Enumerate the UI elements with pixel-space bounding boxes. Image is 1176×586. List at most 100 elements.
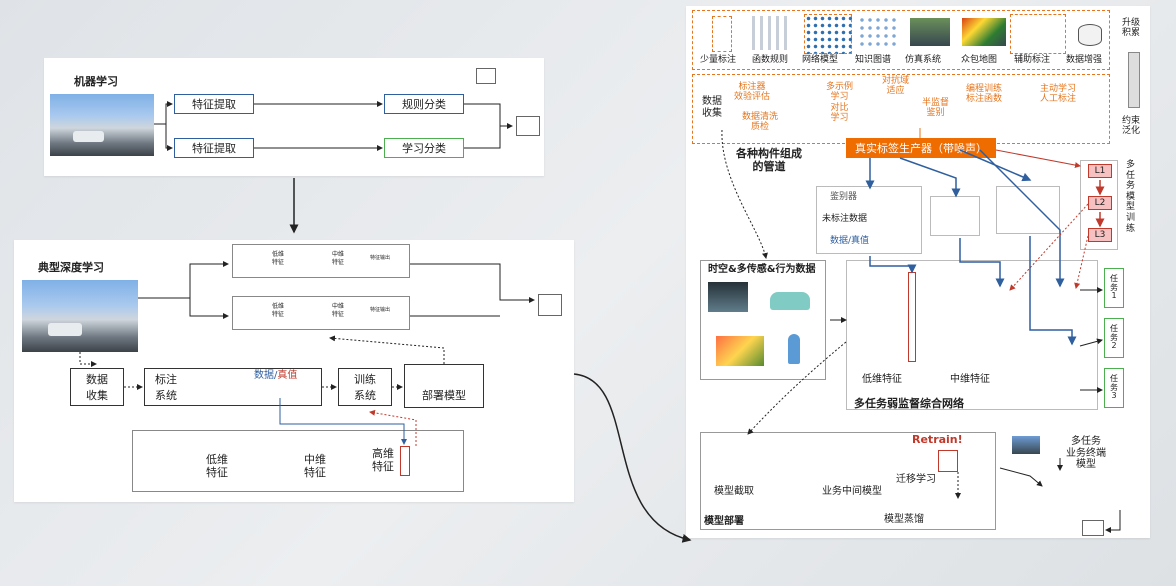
dl-mini-low-1: 低维: [272, 251, 285, 258]
top-item-0: 少量标注: [700, 55, 737, 65]
traffic-image: [716, 336, 764, 366]
note-6: 主动学习人工标注: [1040, 84, 1077, 105]
person-icon: [712, 16, 732, 52]
transfer-label: 迁移学习: [896, 474, 936, 485]
distill-label: 模型蒸馏: [884, 514, 924, 525]
sensor-images: [708, 282, 748, 312]
task-arrow: [1079, 338, 1103, 347]
function-icon: [752, 16, 792, 50]
dl-arrow: [138, 261, 229, 299]
red-dashed: [1074, 235, 1089, 289]
dl-low-feature: 低维特征: [206, 453, 228, 479]
ml-title: 机器学习: [74, 75, 118, 88]
dl-mini-out: 特征输出: [370, 307, 391, 313]
ml-feature-1: 特征提取: [174, 94, 254, 114]
terminal-out-arrow: [1105, 510, 1121, 533]
ml-arrow: [154, 101, 173, 125]
dl-mini-mid-1: 中维: [332, 251, 345, 258]
dl-panel: 典型深度学习 低维 特征 中维 特征 特征输出 低维 特征 中维 特征 特征输出…: [14, 240, 574, 502]
net-to-deploy: [747, 341, 847, 435]
dl-mini-low-2: 特征: [272, 259, 285, 266]
dl-high-block: [400, 446, 410, 476]
simulation-icon: [910, 18, 950, 46]
blue-arrow: [869, 256, 917, 274]
double-arrow-icon: [1128, 52, 1140, 108]
label-generator: 真实标签生产器（带噪声）: [846, 138, 996, 158]
note-4: 半监督鉴别: [922, 98, 950, 119]
top-item-7: 数据增强: [1066, 55, 1103, 65]
knowledge-graph-icon: [858, 16, 900, 50]
dl-blue-arrow: [279, 398, 407, 445]
dl-mini-low-1: 低维: [272, 303, 285, 310]
data-collect-label: 数据收集: [702, 96, 722, 119]
collect-dashed: [721, 129, 768, 259]
dl-to-deploy-curve: [573, 373, 692, 543]
dl-mini-low-2: 特征: [272, 311, 285, 318]
dl-mini-out: 特征输出: [370, 255, 391, 261]
ml-feature-2: 特征提取: [174, 138, 254, 158]
unlabeled-label: 未标注数据: [822, 214, 868, 224]
data-true-label: 数据/真值: [830, 236, 870, 246]
layer-l2: L2: [1088, 196, 1112, 210]
deploy-box: [700, 432, 996, 530]
blue-arrow: [899, 157, 961, 198]
assist-annotate-icon: [1010, 14, 1066, 54]
upgrade-label: 升级积累: [1122, 18, 1141, 39]
dl-mini-net-1: [232, 244, 410, 278]
top-item-4: 仿真系统: [905, 55, 942, 65]
network-title: 多任务弱监督综合网络: [854, 397, 964, 410]
ml-arrow: [165, 124, 173, 151]
mini-box-2: [996, 186, 1060, 234]
terminal-label: 多任务业务终端模型: [1066, 436, 1106, 470]
dl-mini-mid-2: 特征: [332, 311, 345, 318]
ml-output-bottom: [516, 116, 540, 136]
dl-output: [538, 294, 562, 316]
dl-data-true: 数据/真值: [254, 370, 298, 381]
top-item-6: 辅助标注: [1014, 55, 1051, 65]
gen-to-l1: [995, 149, 1081, 169]
top-item-3: 知识图谱: [855, 55, 892, 65]
note-3: 对抗域适应: [882, 76, 910, 97]
blue-arrow: [979, 149, 1065, 288]
road-photo: [50, 94, 154, 156]
dl-title: 典型深度学习: [38, 261, 104, 274]
road-photo: [22, 280, 138, 352]
ml-learn-classify: 学习分类: [384, 138, 464, 158]
dl-high-feature: 高维特征: [372, 447, 394, 473]
model-cut-label: 模型截取: [714, 486, 754, 497]
network-icon: [804, 14, 852, 54]
dl-mini-net-2: [232, 296, 410, 330]
orange-frame: [692, 74, 1110, 144]
red-dashed: [1009, 203, 1089, 291]
car-icon: [770, 292, 810, 310]
blue-arrow: [959, 238, 1005, 288]
dl-annotate-system: 标注系统: [144, 368, 322, 406]
mid-feature-label: 中维特征: [950, 374, 990, 385]
database-icon: [1078, 24, 1102, 46]
dl-red-arrow: [369, 409, 417, 446]
note-2: 多示例学习对比学习: [826, 82, 854, 124]
dl-arrow: [189, 298, 229, 319]
ml-arrow: [464, 126, 501, 149]
note-5: 编程训练标注函数: [966, 84, 1003, 105]
deploy-to-terminal: [999, 467, 1043, 487]
dl-mini-mid-2: 特征: [332, 259, 345, 266]
terminal-output: [1082, 520, 1104, 536]
blue-arrow: [1029, 236, 1077, 346]
dl-dashed: [329, 335, 445, 364]
ml-arrow: [464, 103, 513, 129]
dl-arrow: [410, 263, 535, 303]
top-item-1: 函数规则: [752, 55, 789, 65]
discriminator-label: 鉴别器: [830, 192, 858, 202]
road-thumb: [1012, 436, 1040, 454]
discriminator-box: [816, 186, 922, 254]
retrain-block: [938, 450, 958, 472]
ml-output-top: [476, 68, 496, 84]
dl-data-collect: 数据收集: [70, 368, 124, 406]
multitask-train-label: 多任务模型训练: [1126, 160, 1136, 234]
constrain-label: 约束泛化: [1122, 116, 1141, 137]
